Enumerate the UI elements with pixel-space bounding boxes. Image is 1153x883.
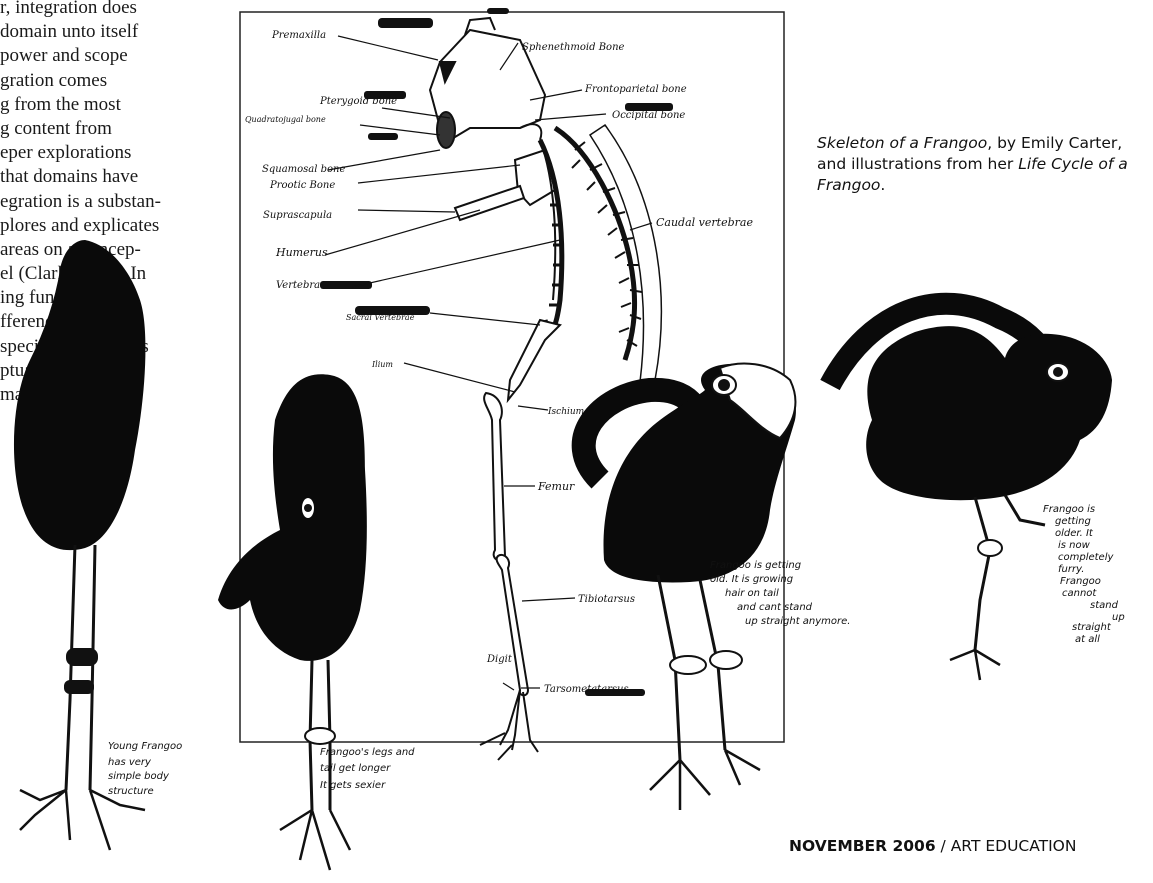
stage1-note-line: simple body — [108, 771, 170, 782]
stage3-note-line: Frangoo is getting — [710, 560, 801, 571]
stage4-note-line: furry. — [1058, 564, 1084, 575]
label-sphenethmoid: Sphenethmoid Bone — [522, 42, 625, 53]
stage4-note-line: getting — [1055, 516, 1091, 527]
label-frontoparietal: Frontoparietal bone — [584, 84, 687, 95]
label-digit: Digit — [486, 654, 513, 665]
label-pterygoid: Pterygoid bone — [319, 96, 397, 107]
label-sacral: Sacral Vertebrae — [346, 313, 415, 322]
stage4-note-line: Frangoo — [1060, 576, 1101, 587]
stage-3-note: Frangoo is getting old. It is growing ha… — [710, 560, 850, 627]
caption-end: . — [880, 176, 885, 194]
stage4-note-line: Frangoo is — [1043, 504, 1095, 515]
stage1-note-line: structure — [108, 786, 154, 797]
label-vertebra: Vertebra — [276, 280, 320, 291]
stage4-note-line: up — [1112, 612, 1125, 623]
footer-journal: ART EDUCATION — [951, 837, 1077, 855]
label-tarsometatarsus: Tarsometatarsus — [544, 684, 629, 695]
stage3-note-line: and cant stand — [737, 602, 813, 613]
label-suprascapula: Suprascapula — [263, 210, 332, 221]
stage2-note-line: It gets sexier — [320, 780, 386, 791]
label-prootic: Prootic Bone — [269, 180, 335, 191]
stage4-note-line: completely — [1058, 552, 1114, 563]
label-ischium: Ischium — [547, 407, 584, 417]
frangoo-stage-4 — [830, 304, 1112, 680]
caption-title: Skeleton of a Frangoo — [817, 134, 987, 152]
label-premaxilla: Premaxilla — [271, 30, 326, 41]
footer-date: NOVEMBER 2006 — [789, 837, 936, 855]
stage-4-note: Frangoo is getting older. It is now comp… — [1043, 504, 1125, 645]
stage4-note-line: older. It — [1055, 528, 1094, 539]
page-footer: NOVEMBER 2006 / ART EDUCATION — [789, 837, 1076, 855]
stage2-note-line: tail get longer — [320, 763, 391, 774]
footer-separator: / — [936, 837, 951, 855]
stage4-note-line: straight — [1072, 622, 1112, 633]
stage1-note-line: has very — [108, 757, 152, 768]
stage3-note-line: up straight anymore. — [745, 616, 850, 627]
label-caudal: Caudal vertebrae — [656, 216, 753, 229]
stage2-note-line: Frangoo's legs and — [320, 747, 415, 758]
stage4-note-line: at all — [1075, 634, 1100, 645]
label-femur: Femur — [537, 480, 575, 493]
stage-1-note: Young Frangoo has very simple body struc… — [108, 741, 182, 797]
label-humerus: Humerus — [275, 246, 328, 259]
figure-caption: Skeleton of a Frangoo, by Emily Carter, … — [817, 133, 1137, 196]
stage4-note-line: cannot — [1062, 588, 1097, 599]
frangoo-stage-3 — [584, 364, 796, 810]
stage1-note-line: Young Frangoo — [108, 741, 182, 752]
stage-2-note: Frangoo's legs and tail get longer It ge… — [320, 747, 415, 791]
stage3-note-line: old. It is growing — [710, 574, 793, 585]
stage3-note-line: hair on tail — [725, 588, 779, 599]
label-ilium: Ilium — [371, 360, 393, 369]
label-tibiotarsus: Tibiotarsus — [578, 594, 635, 605]
label-occipital: Occipital bone — [612, 110, 685, 121]
label-squamosal: Squamosal bone — [262, 164, 345, 175]
stage4-note-line: stand — [1090, 600, 1119, 611]
label-quadratojugal: Quadratojugal bone — [245, 115, 326, 124]
stage4-note-line: is now — [1058, 540, 1091, 551]
